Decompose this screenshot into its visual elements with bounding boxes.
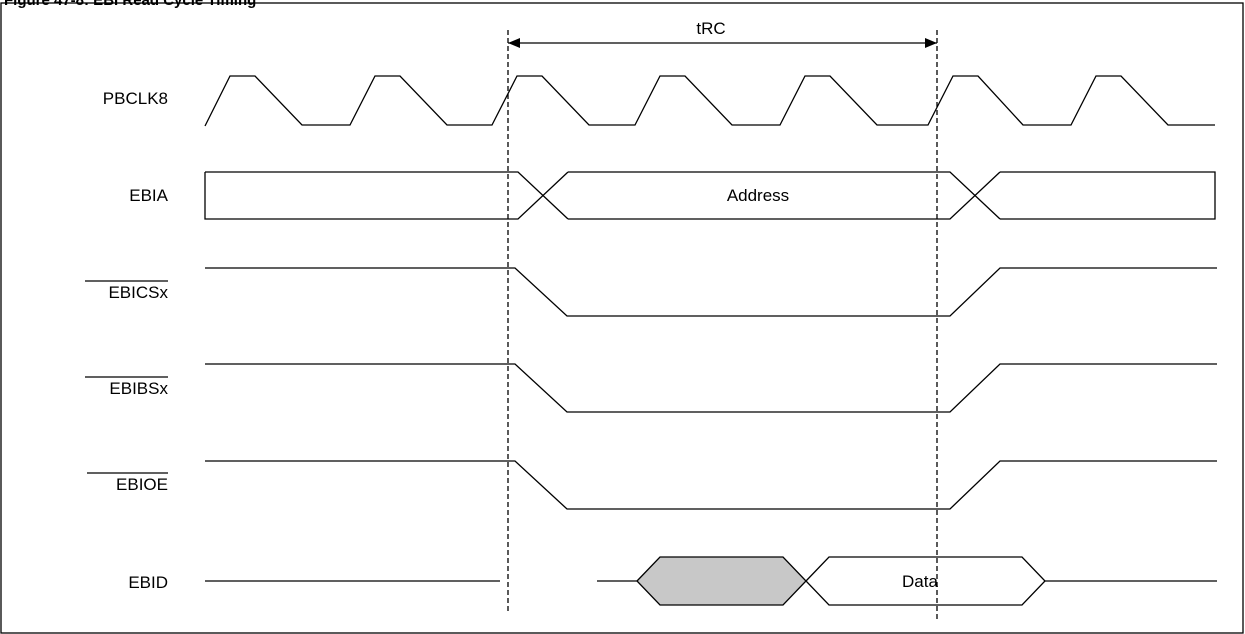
ebid-data-label: Data — [902, 572, 938, 591]
signal-label-pbclk8: PBCLK8 — [103, 89, 168, 108]
figure-caption: Figure 47-8: EBI Read Cycle Timing — [4, 0, 257, 9]
trc-interval-marker — [508, 38, 937, 48]
signal-label-ebioe: EBIOE — [116, 475, 168, 494]
signal-label-ebia: EBIA — [129, 186, 168, 205]
pbclk8-waveform — [204, 75, 1215, 127]
trc-label: tRC — [696, 19, 725, 38]
ebicsx-waveform — [205, 267, 1217, 317]
signal-label-ebid: EBID — [128, 573, 168, 592]
trc-arrow-left-icon — [508, 38, 520, 48]
trc-arrow-right-icon — [925, 38, 937, 48]
ebia-bus-right — [1000, 171, 1216, 220]
signal-label-ebibsx: EBIBSx — [109, 379, 168, 398]
ebid-invalid-region — [636, 556, 807, 606]
ebia-address-label: Address — [727, 186, 789, 205]
ebibsx-waveform — [205, 363, 1217, 413]
ebia-bus-middle — [568, 171, 1001, 220]
ebioe-waveform — [205, 460, 1217, 510]
signal-label-ebicsx: EBICSx — [108, 283, 168, 302]
ebia-bus-left — [204, 171, 569, 220]
